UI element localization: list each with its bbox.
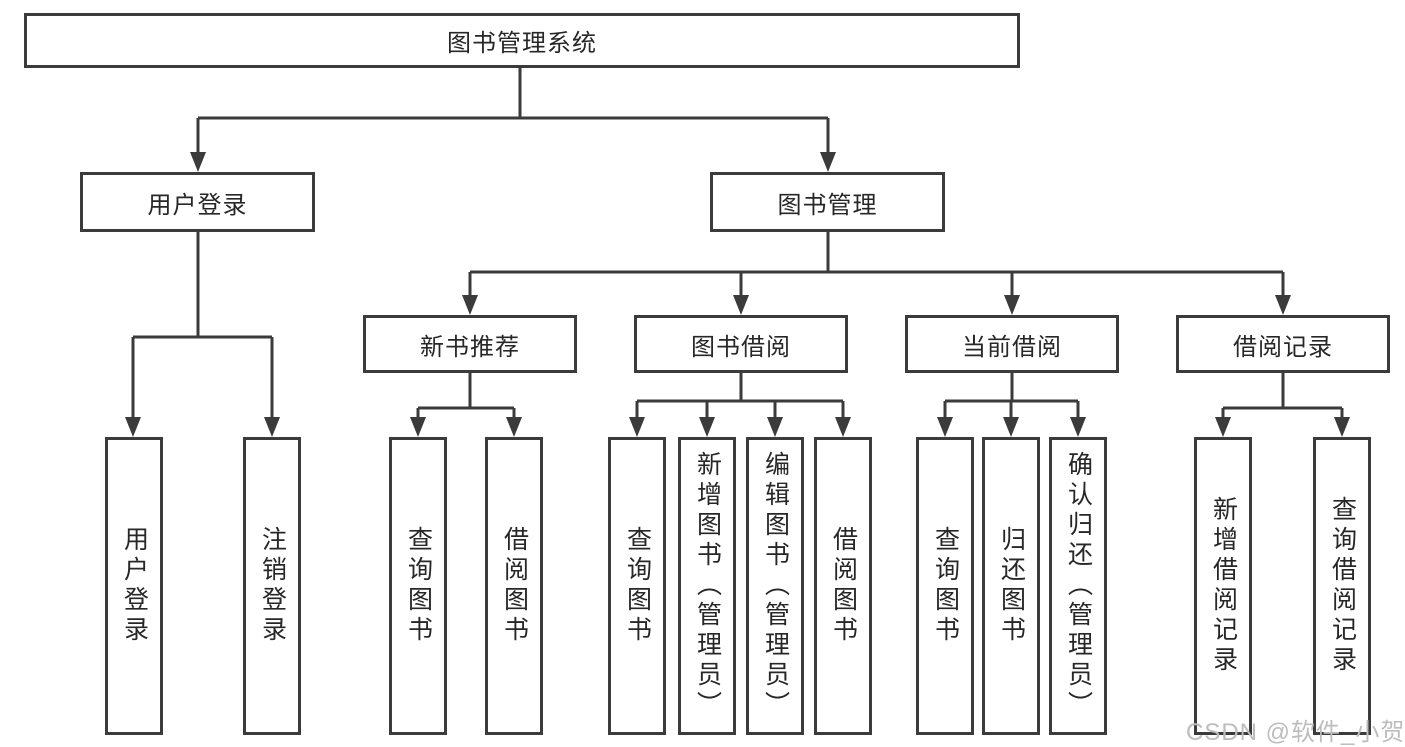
node-label: 借阅图书 — [829, 526, 858, 646]
node-label: 查询图书 — [623, 526, 652, 646]
leaf-return-book: 归还图书 — [982, 437, 1040, 735]
node-label: 查询图书 — [404, 526, 433, 646]
leaf-logout: 注销登录 — [243, 437, 301, 735]
node-label: 查询图书 — [931, 526, 960, 646]
leaf-confirm-return-admin: 确认归还（管理员） — [1049, 437, 1107, 735]
node-label: 新增借阅记录 — [1209, 496, 1238, 676]
leaf-query-book-recommend: 查询图书 — [389, 437, 447, 735]
node-library-management-system: 图书管理系统 — [24, 13, 1020, 68]
leaf-edit-book-admin: 编辑图书（管理员） — [746, 437, 804, 735]
leaf-query-book-current: 查询图书 — [916, 437, 974, 735]
leaf-query-book-borrowing: 查询图书 — [608, 437, 666, 735]
node-book-borrowing: 图书借阅 — [634, 315, 848, 373]
leaf-add-borrow-record: 新增借阅记录 — [1194, 437, 1252, 735]
leaf-user-login: 用户登录 — [105, 437, 163, 735]
leaf-borrow-book-recommend: 借阅图书 — [485, 437, 543, 735]
leaf-add-book-admin: 新增图书（管理员） — [678, 437, 736, 735]
node-new-book-recommendation: 新书推荐 — [363, 315, 577, 373]
node-label: 编辑图书（管理员） — [761, 451, 790, 721]
node-label: 借阅图书 — [500, 526, 529, 646]
node-current-borrowing: 当前借阅 — [905, 315, 1119, 373]
node-label: 用户登录 — [120, 526, 149, 646]
leaf-borrow-book-borrowing: 借阅图书 — [814, 437, 872, 735]
node-borrowing-records: 借阅记录 — [1176, 315, 1390, 373]
leaf-query-borrow-record: 查询借阅记录 — [1313, 437, 1371, 735]
node-book-management: 图书管理 — [710, 172, 945, 232]
node-label: 查询借阅记录 — [1328, 496, 1357, 676]
csdn-watermark: CSDN @软件_小贺同学 — [1186, 719, 1405, 746]
node-label: 归还图书 — [997, 526, 1026, 646]
node-user-login: 用户登录 — [80, 172, 315, 232]
node-label: 确认归还（管理员） — [1064, 451, 1093, 721]
node-label: 注销登录 — [258, 526, 287, 646]
node-label: 新增图书（管理员） — [693, 451, 722, 721]
